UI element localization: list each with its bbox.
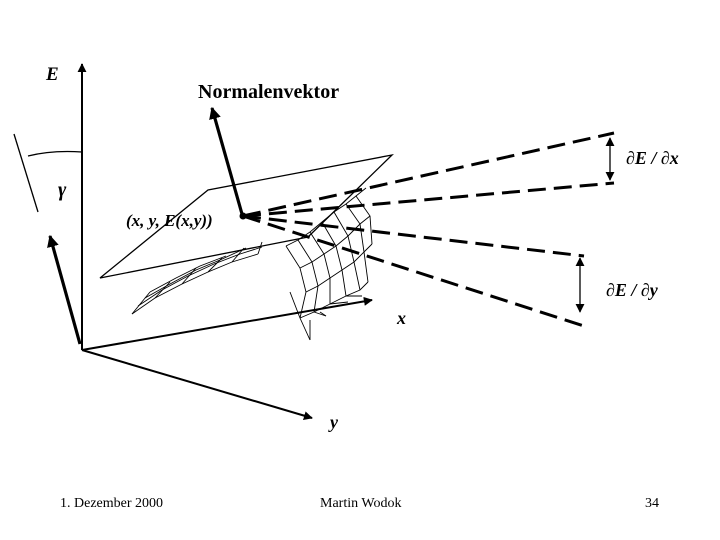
dashed-line-dy-lower	[242, 214, 585, 328]
dashed-line-dy-upper	[242, 214, 585, 258]
error-surface-mesh-center	[285, 187, 373, 341]
point-label: (x, y, E(x,y))	[126, 211, 213, 230]
normal-vector-label: Normalenvektor	[198, 81, 339, 103]
coordinate-axes	[77, 63, 373, 421]
footer-author: Martin Wodok	[320, 496, 402, 511]
y-axis-line	[81, 349, 313, 421]
error-surface-mesh-left	[131, 241, 263, 315]
tangent-plane	[99, 153, 394, 279]
dedx-label: ∂E / ∂x	[626, 148, 679, 168]
normal-vector-arrow	[209, 106, 244, 215]
dedy-label: ∂E / ∂y	[606, 280, 659, 300]
y-axis-label: y	[328, 412, 339, 432]
dashed-line-dx-lower	[242, 181, 615, 218]
e-axis-label: E	[45, 64, 59, 85]
dashed-line-dx-upper	[242, 131, 615, 218]
footer-page-number: 34	[645, 496, 659, 511]
gradient-arrow	[47, 234, 82, 345]
partial-derivative-lines	[242, 131, 615, 328]
gamma-slope-line	[13, 133, 39, 213]
x-axis-label: x	[396, 308, 406, 328]
gamma-angle	[13, 133, 83, 345]
footer-date: 1. Dezember 2000	[60, 496, 164, 511]
gamma-label: γ	[58, 179, 67, 201]
gamma-arc	[27, 150, 83, 157]
x-axis-line	[81, 296, 373, 351]
